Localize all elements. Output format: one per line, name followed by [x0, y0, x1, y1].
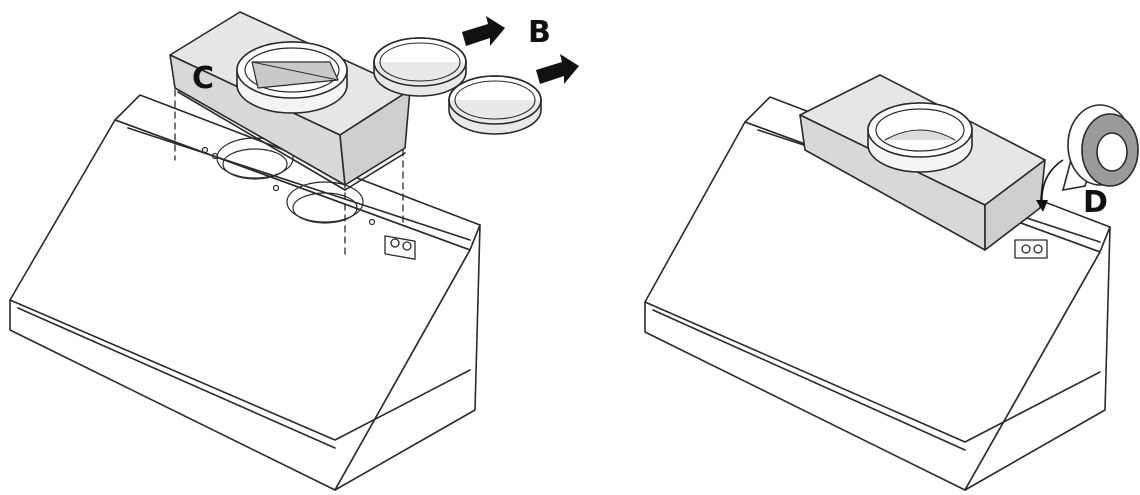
range-hood-left — [9, 94, 481, 491]
label-d: D — [1083, 185, 1108, 220]
alignment-guides — [174, 89, 404, 256]
installed-collar — [867, 102, 973, 173]
label-c: C — [192, 61, 214, 96]
duct-openings-left — [201, 137, 376, 226]
arrow-to-seam — [1036, 159, 1064, 212]
duct-ring-upper — [373, 37, 467, 97]
right-illustration — [644, 74, 1111, 491]
adapter-collar — [236, 41, 348, 114]
tape-roll-icon — [1061, 104, 1139, 192]
left-illustration — [9, 11, 542, 491]
label-b: B — [528, 15, 551, 50]
arrow-right-icon — [536, 54, 579, 84]
duct-ring-lower — [448, 75, 542, 135]
control-box-left — [384, 235, 416, 260]
control-box-right — [1014, 239, 1048, 259]
arrow-right-icon — [462, 16, 505, 46]
